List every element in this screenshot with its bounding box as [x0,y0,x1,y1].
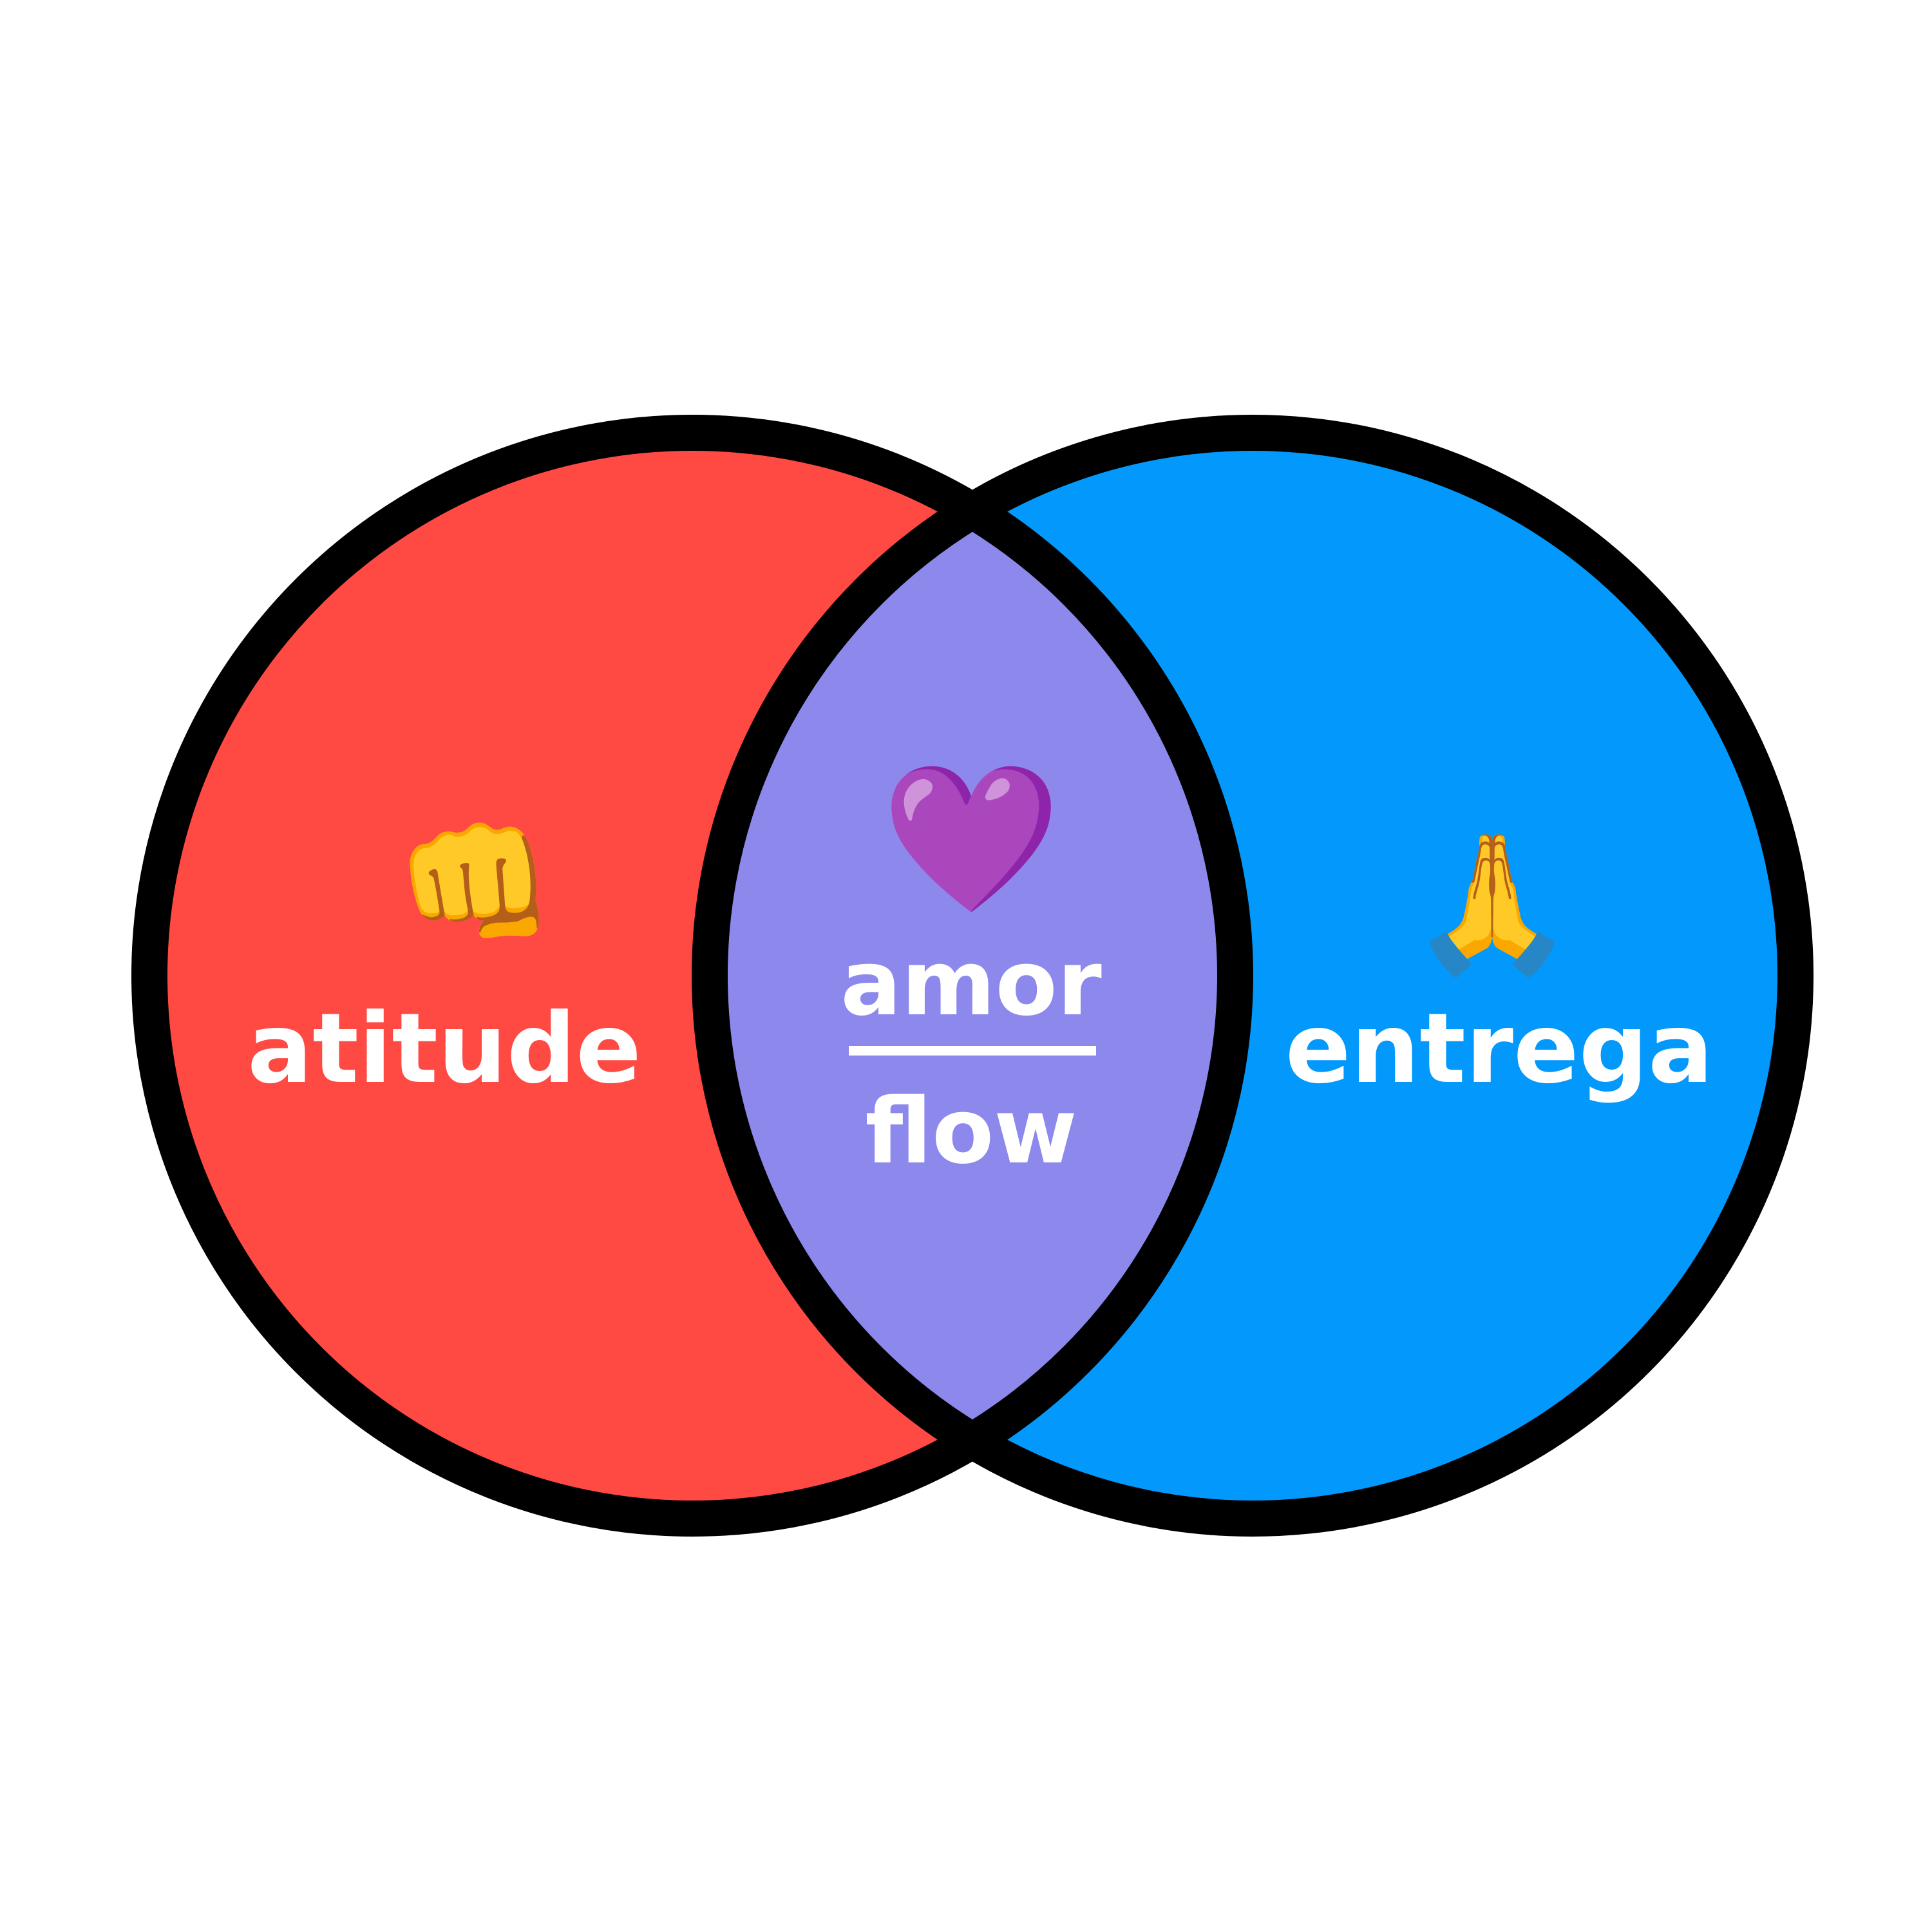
oncoming-fist-icon: 👊 [395,808,555,958]
fraction-bar [849,1046,1096,1056]
purple-heart-icon: 💜 [881,755,1063,923]
left-circle-outline [131,415,1253,1537]
intersection-region [710,433,1235,1519]
right-label: entrega [1285,993,1714,1105]
right-circle-outline [692,415,1814,1537]
left-label: atitude [247,993,641,1105]
intersection-bottom-label: flow [865,1079,1077,1184]
intersection-top-label: amor [840,931,1102,1036]
folded-hands-icon: 🙏 [1408,824,1576,982]
